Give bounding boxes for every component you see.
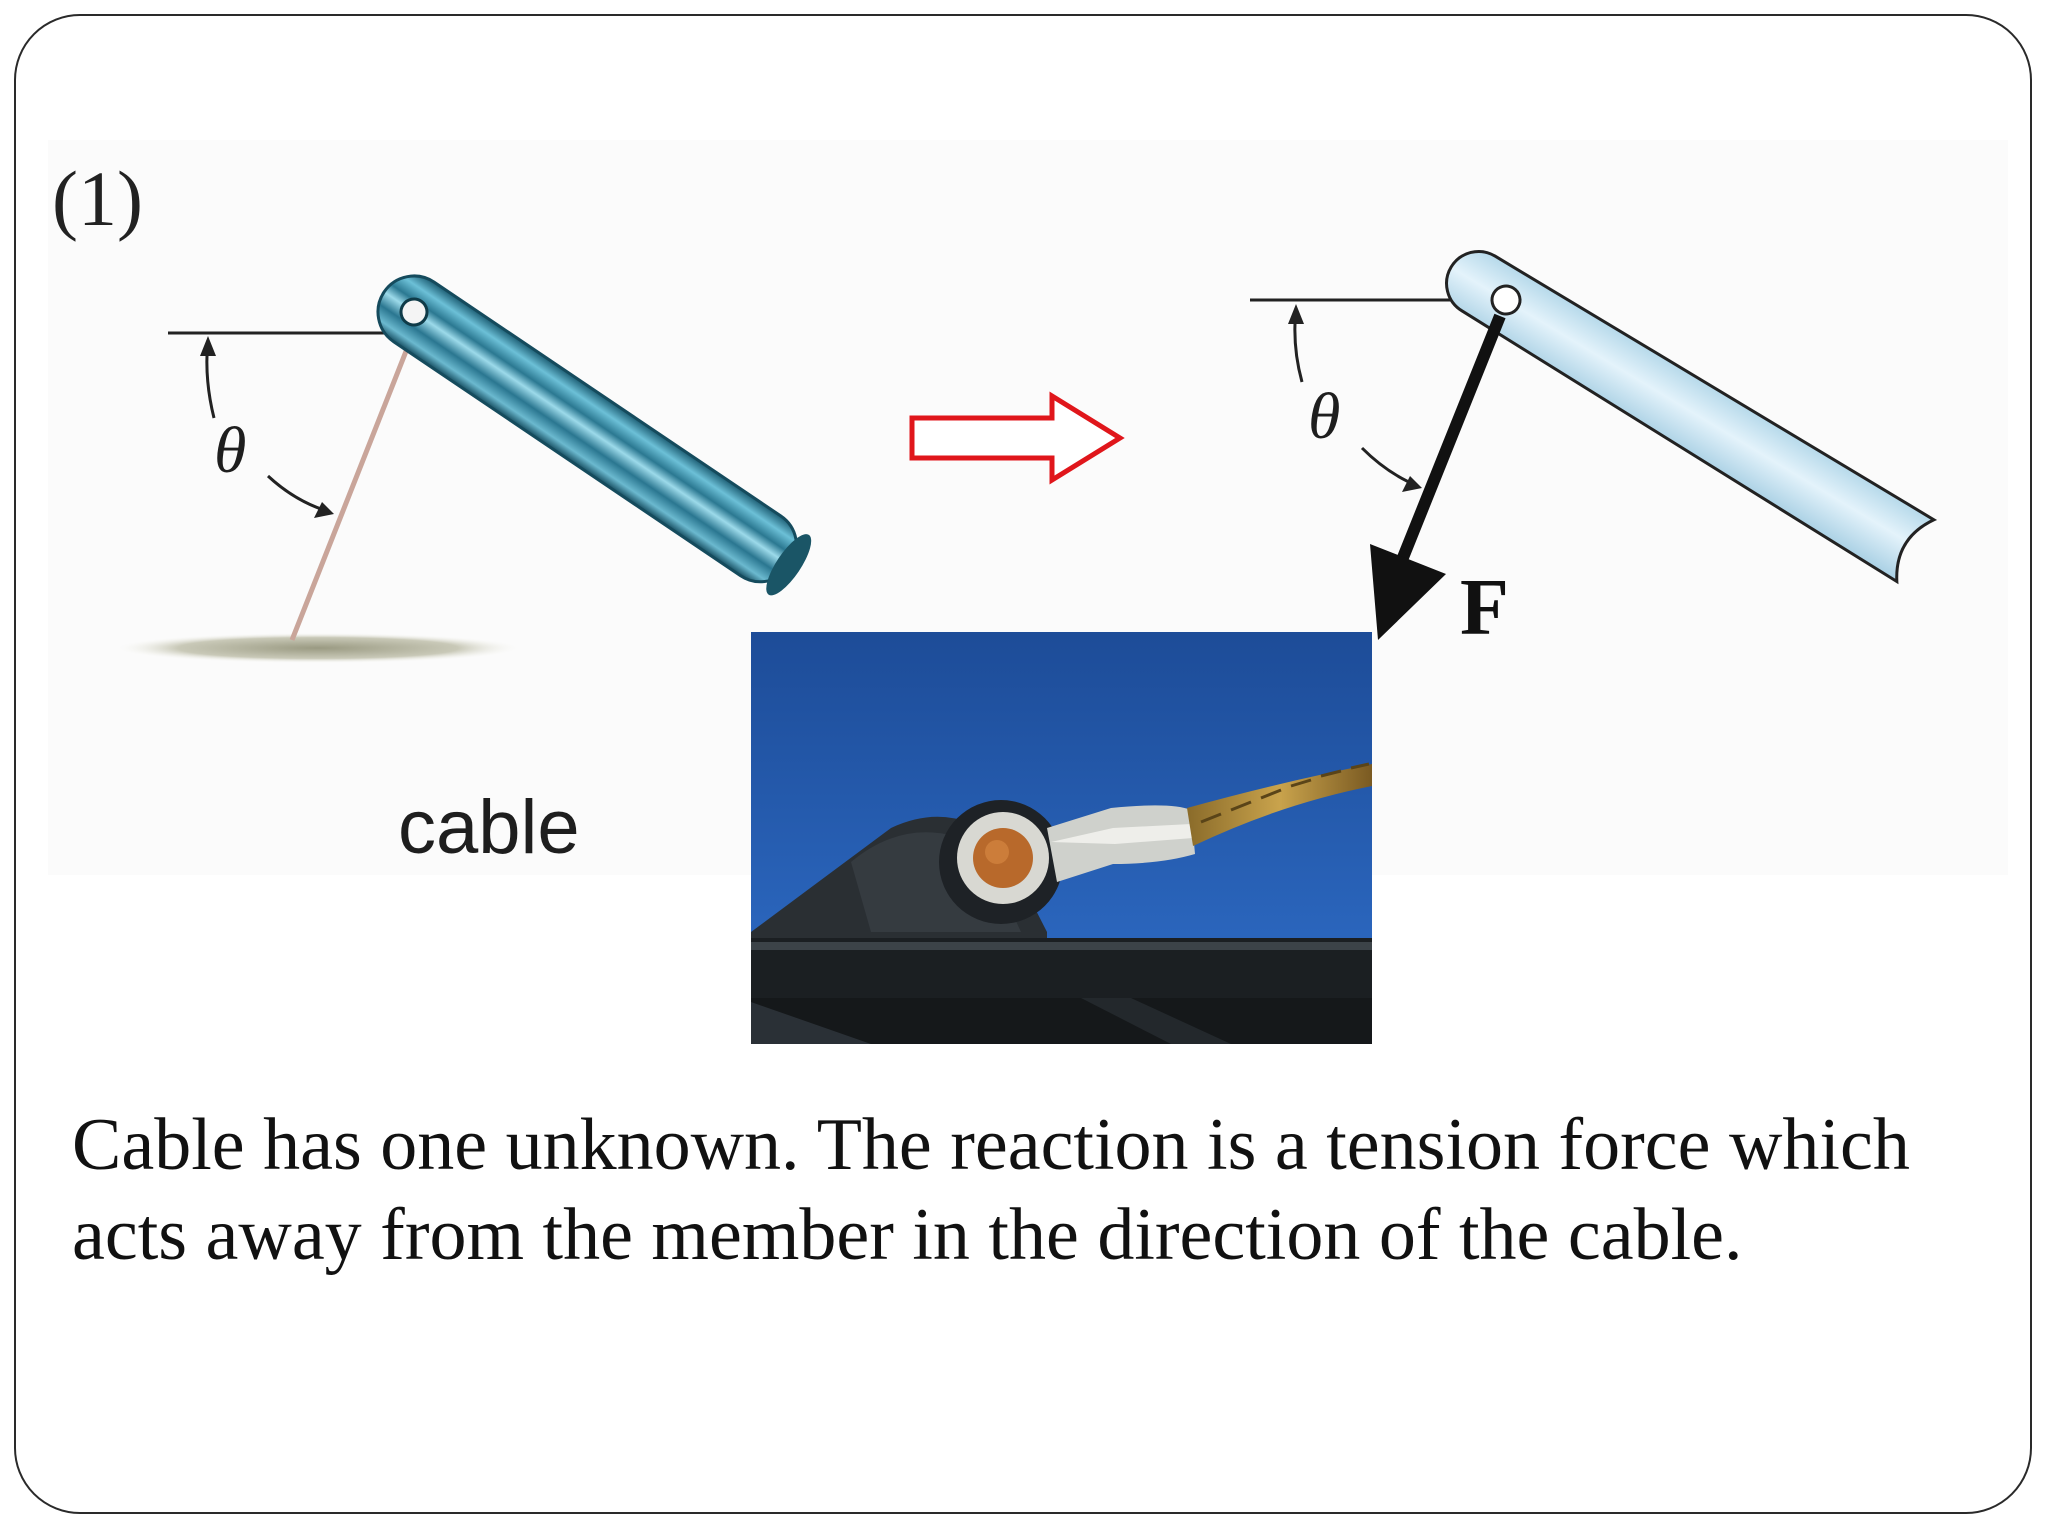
caption-line-2: acts away from the member in the directi… — [72, 1194, 1743, 1276]
cable-label: cable — [398, 785, 580, 870]
support-reaction-diagram — [118, 250, 1938, 663]
left-diagram — [118, 274, 812, 663]
angle-arrowhead-up — [200, 336, 216, 356]
figure-number: (1) — [52, 155, 143, 242]
right-diagram — [1250, 250, 1938, 640]
angle-arrowhead-right-down — [1402, 476, 1422, 492]
theta-label-left: θ — [214, 414, 247, 487]
force-label: F — [1460, 564, 1509, 652]
ground-surface — [118, 633, 518, 663]
member-rod — [376, 274, 812, 596]
angle-arrowhead-right-up — [1288, 304, 1304, 324]
cable-clevis-connection-photo — [751, 632, 1372, 1044]
member-rod-right — [1445, 250, 1938, 585]
angle-arrowhead-down — [314, 502, 334, 518]
cable-line — [289, 325, 419, 641]
force-vector — [1396, 313, 1506, 563]
force-arrowhead — [1370, 544, 1446, 640]
caption-line-1: Cable has one unknown. The reaction is a… — [72, 1104, 1910, 1186]
theta-label-right: θ — [1308, 380, 1341, 453]
caption: Cable has one unknown. The reaction is a… — [72, 1100, 1992, 1280]
transition-arrow — [909, 391, 1125, 485]
